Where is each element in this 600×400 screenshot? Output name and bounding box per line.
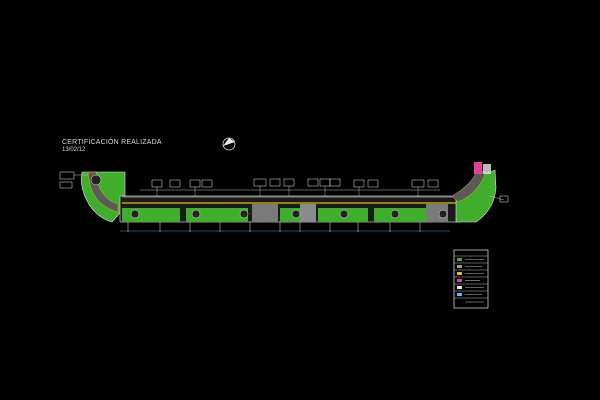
right-lawn: [455, 169, 497, 223]
site-plan: [59, 162, 509, 232]
paving-1: [252, 204, 278, 222]
certification-date: 13/02/12: [62, 147, 86, 153]
lawn-block-1: [122, 208, 180, 222]
lawn-block-5: [374, 208, 426, 222]
legend-table: [453, 249, 489, 309]
certification-title: CERTIFICACIÓN REALIZADA: [62, 139, 162, 146]
lawn-block-2: [186, 208, 248, 222]
paving-2: [300, 204, 316, 222]
north-arrow-icon: [222, 137, 236, 151]
magenta-block: [474, 162, 482, 174]
